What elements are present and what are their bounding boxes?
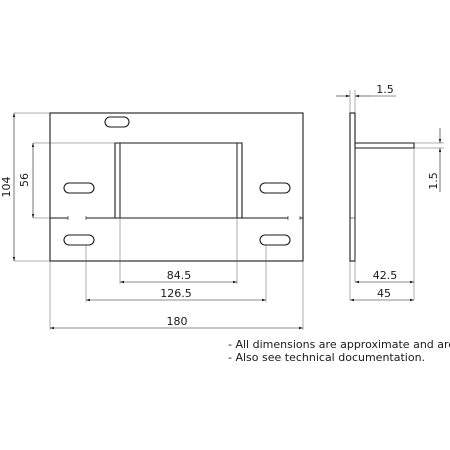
extension-lines-front <box>14 112 304 330</box>
side-plate <box>349 112 356 262</box>
dimension-lines-side <box>336 94 442 302</box>
side-view <box>349 112 415 262</box>
note-line-2: - Also see technical documentation. <box>228 351 426 364</box>
dimension-lines-front <box>12 113 303 330</box>
dim-label-104: 104 <box>0 177 13 198</box>
dim-label-56: 56 <box>18 173 31 187</box>
dim-label-thickness-top: 1.5 <box>376 83 394 96</box>
tab-cutout <box>114 142 243 218</box>
bend-notches <box>67 216 301 220</box>
right-slot-lower <box>259 234 291 246</box>
dim-label-42-5: 42.5 <box>373 269 398 282</box>
left-slot-upper <box>63 182 95 194</box>
front-view <box>49 112 304 262</box>
left-slot-lower <box>63 234 95 246</box>
note-line-1: - All dimensions are approximate and are… <box>228 338 450 351</box>
right-slot-upper <box>259 182 291 194</box>
dim-label-thickness-side: 1.5 <box>427 172 440 190</box>
dim-label-84-5: 84.5 <box>167 269 192 282</box>
dim-label-45: 45 <box>377 287 391 300</box>
extension-lines-side <box>349 90 444 300</box>
top-slot <box>104 116 130 128</box>
side-flange <box>355 142 415 149</box>
dim-label-180: 180 <box>167 315 188 328</box>
dim-label-126-5: 126.5 <box>160 287 192 300</box>
plate-outline <box>49 112 304 262</box>
